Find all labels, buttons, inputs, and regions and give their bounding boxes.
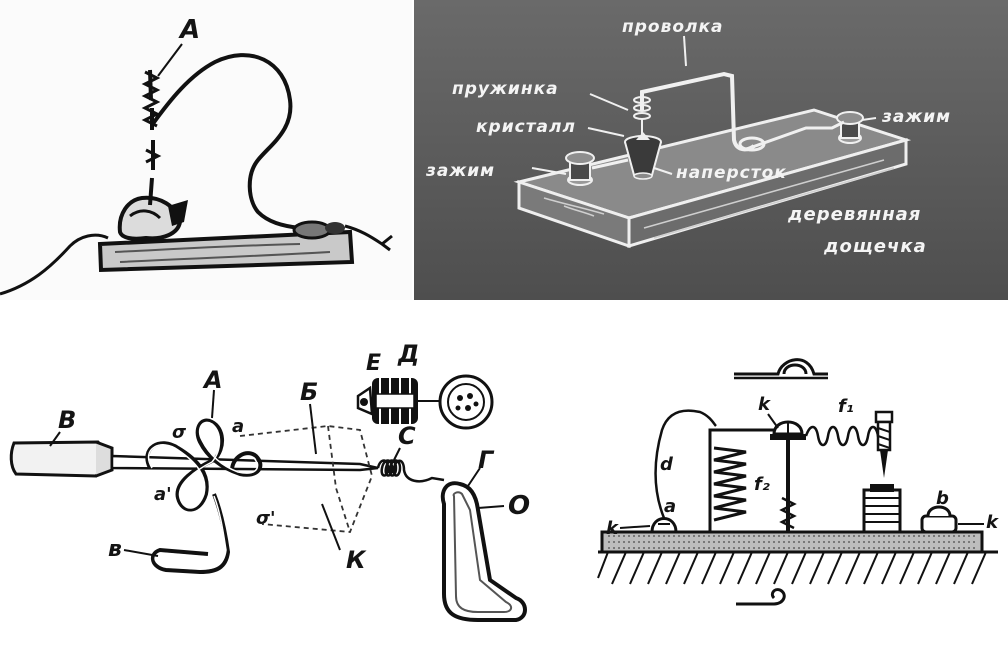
label-A: А: [178, 15, 200, 45]
needle-shaft: [110, 454, 379, 472]
leader-S: [393, 447, 401, 461]
leader-V: [49, 431, 61, 447]
label-E: Е: [366, 351, 381, 376]
wooden-board: [97, 229, 355, 273]
terminal-clamp-right: [836, 111, 864, 144]
terminal-clamp-right: [292, 220, 345, 240]
handle-V: [9, 440, 114, 478]
label-thimble: наперсток: [676, 163, 787, 183]
label-v: в: [108, 537, 122, 562]
spring-f1: [804, 425, 884, 447]
crystal-block-D: [372, 378, 418, 424]
label-f1: f₁: [838, 396, 854, 417]
label-a-left: а': [154, 484, 172, 505]
panel-top-right-labeled-detector: проволка пружинка кристалл зажим наперст…: [414, 0, 1008, 300]
label-k-top: k: [758, 394, 771, 415]
wire-d: [654, 409, 717, 519]
ground-hatching: [597, 550, 998, 585]
wire-to-left-clamp: [591, 158, 629, 170]
label-sigma-bottom: σ': [256, 508, 276, 529]
label-D: Д: [397, 340, 419, 368]
label-d: d: [660, 454, 674, 475]
base-board: [600, 530, 984, 554]
label-a-top: а: [232, 416, 244, 437]
leader-k-top: [767, 413, 779, 429]
label-board-line2: дощечка: [823, 236, 927, 257]
label-V: В: [58, 406, 76, 434]
wire-to-right-clamp: [743, 120, 845, 152]
leader-O: [477, 505, 505, 509]
label-A: А: [202, 366, 223, 394]
label-a: a: [664, 496, 676, 517]
label-clamp-left: зажим: [425, 161, 495, 181]
whisker-needle: [874, 410, 894, 478]
wire-coil-base: [738, 136, 766, 152]
post-with-screw: [770, 420, 806, 532]
label-sigma-top: σ: [172, 422, 187, 443]
crystal-in-thimble: [624, 132, 662, 180]
label-leader-lines: [531, 35, 877, 175]
label-B: Б: [300, 378, 318, 406]
hook-symbol-bottom: [736, 588, 786, 606]
wire-frame-A: [145, 418, 263, 575]
wire-post: [640, 71, 756, 152]
leader-line-A: [157, 43, 183, 77]
needle-spring-A: [141, 69, 162, 206]
crystal-face-disc: [438, 374, 494, 430]
crystal-cylinder: [862, 484, 902, 534]
label-K: К: [346, 546, 367, 574]
label-k-left: k: [606, 518, 619, 539]
label-wire: проволка: [622, 17, 724, 37]
label-f2: f₂: [754, 474, 770, 495]
spring-S: [376, 459, 445, 483]
label-board-line1: деревянная: [787, 204, 921, 225]
leader-v: [123, 549, 159, 557]
terminal-a: [650, 517, 678, 534]
leader-K: [321, 503, 341, 551]
crystal-cup-E: [356, 385, 374, 416]
label-clamp-right: зажим: [881, 107, 951, 127]
leader-k-left: [619, 525, 651, 529]
terminal-b: [920, 505, 958, 534]
label-b: b: [936, 488, 949, 509]
wooden-board: [513, 108, 912, 249]
clip-symbol-top: [734, 358, 828, 376]
label-k-right: k: [986, 512, 999, 533]
label-S: С: [398, 422, 416, 450]
leader-B: [309, 403, 317, 455]
lead-wire-right: [344, 224, 393, 252]
panel-top-left-detector-sketch: А: [0, 0, 412, 300]
leader-A: [211, 389, 215, 419]
wire-clip-O: [440, 481, 527, 622]
crystal-holder: [117, 195, 188, 241]
label-spring: пружинка: [452, 79, 559, 99]
label-crystal: кристалл: [476, 117, 576, 137]
looping-wire: [150, 53, 301, 230]
leader-G: [467, 467, 481, 487]
terminal-clamp-left: [565, 151, 595, 186]
lead-wire-left: [0, 233, 109, 296]
label-O: О: [508, 491, 530, 521]
label-G: Г: [478, 446, 495, 474]
panel-bottom-left-needle-detector: В А σ а а' σ' в Б К С: [0, 318, 560, 647]
spring-frame: [708, 428, 800, 532]
panel-bottom-right-detector-cross-section: a k d f₂ k f₁: [578, 318, 1008, 647]
